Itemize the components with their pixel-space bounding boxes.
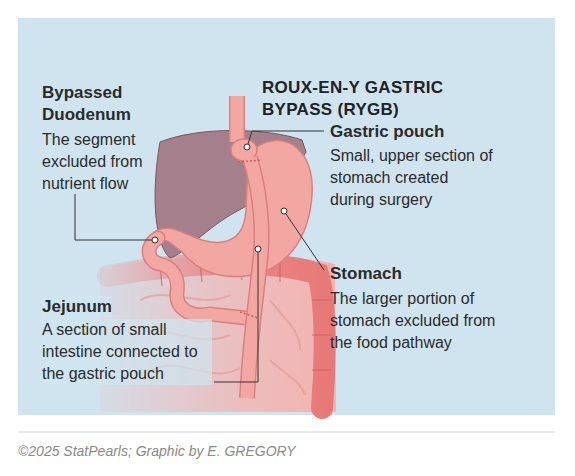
panel-ground (18, 18, 555, 415)
esophagus-outline (229, 96, 245, 142)
part-description: The larger portion of stomach excluded f… (330, 288, 502, 354)
part-heading: Gastric pouch (330, 121, 530, 143)
leader-line (214, 252, 258, 382)
part-heading: Stomach (330, 263, 530, 285)
duodenum-outline (149, 238, 246, 318)
part-heading: Bypassed Duodenum (42, 82, 152, 126)
leader-dot (152, 237, 158, 243)
credit-caption: ©2025 StatPearls; Graphic by E. GREGORY (18, 442, 558, 460)
esophagus (231, 96, 244, 142)
jejunum-outline (247, 158, 262, 398)
divider (18, 432, 555, 433)
leader-line (286, 214, 324, 270)
leader-dot (281, 208, 287, 214)
leader-line (248, 131, 324, 144)
duodenum (149, 238, 246, 318)
part-heading: Jejunum (42, 296, 112, 318)
part-description: The segment excluded from nutrient flow (42, 129, 154, 195)
leader-line (75, 194, 152, 240)
part-description: A section of small intestine connected t… (42, 319, 212, 385)
leader-dot (244, 144, 250, 150)
jejunum-limb (247, 158, 262, 398)
leader-dot (255, 246, 261, 252)
part-description: Small, upper section of stomach created … (330, 145, 495, 211)
stomach-remnant (154, 141, 312, 277)
diagram-title: ROUX-EN-Y GASTRIC BYPASS (RYGB) (262, 77, 512, 121)
